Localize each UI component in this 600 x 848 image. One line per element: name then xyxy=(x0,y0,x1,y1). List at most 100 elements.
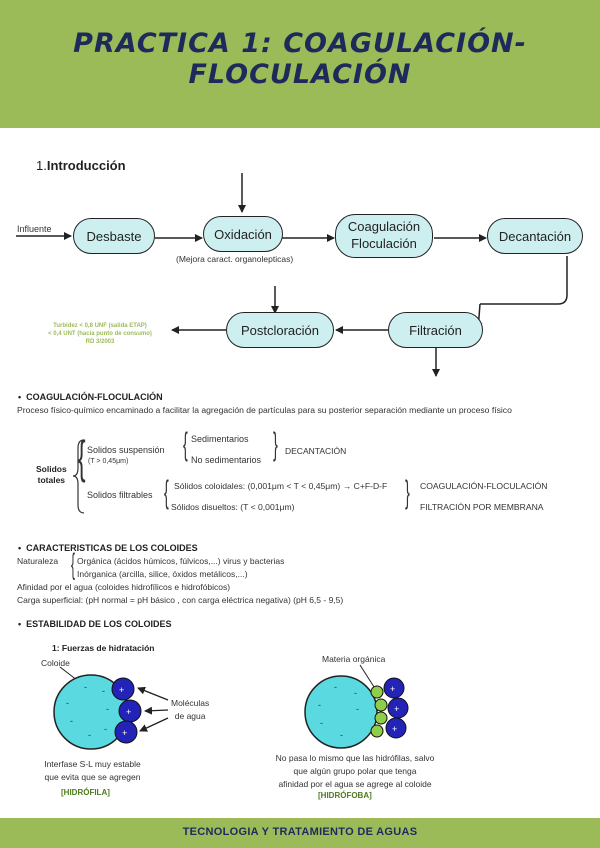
arrow-water-2 xyxy=(144,706,169,715)
brace-naturaleza: { xyxy=(71,548,76,581)
interfase-text: Interfase S-L muy estable que evita que … xyxy=(30,758,155,784)
intro-heading: 1.Introducción xyxy=(36,158,126,173)
arrow-water-3 xyxy=(139,717,169,732)
svg-text:-: - xyxy=(320,718,323,728)
svg-text:-: - xyxy=(340,730,343,740)
materia-pointer xyxy=(359,664,377,691)
svg-text:-: - xyxy=(84,682,87,692)
sedimentarios: Sedimentarios xyxy=(191,434,249,444)
svg-text:-: - xyxy=(70,716,73,726)
arrow-water-1 xyxy=(137,686,169,701)
inorganica-text: Inórganica (arcilla, silice, óxidos metá… xyxy=(77,569,248,579)
decantacion-label: DECANTACIÓN xyxy=(285,446,347,456)
node-coagulacion-line2: Floculación xyxy=(351,236,417,251)
organic-matter xyxy=(370,685,388,738)
moleculas-line2: de agua xyxy=(174,710,206,721)
brace-decantacion: } xyxy=(272,426,278,462)
brace-filtrables: { xyxy=(163,474,169,510)
influent-label: Influente xyxy=(17,224,52,234)
no-pasa-line1: No pasa lo mismo que las hidrófilas, sal… xyxy=(275,753,435,763)
footer-text: TECNOLOGIA Y TRATAMIENTO DE AGUAS xyxy=(182,826,418,838)
no-pasa-line3: afinidad por el agua se agrege al coloid… xyxy=(278,779,432,790)
suspension-label: Solidos suspensión xyxy=(87,445,165,455)
carga-text: Carga superficial: (pH normal = pH básic… xyxy=(17,595,344,605)
svg-text:-: - xyxy=(318,700,321,710)
afinidad-text: Afinidad por el agua (coloides hidrofíli… xyxy=(17,582,231,592)
no-pasa-text: No pasa lo mismo que las hidrófilas, sal… xyxy=(255,752,455,792)
organica-text: Orgánica (ácidos húmicos, fúlvicos,...) … xyxy=(77,556,285,566)
bullet-estabilidad: • ESTABILIDAD DE LOS COLOIDES xyxy=(18,619,172,629)
no-pasa-line2: que algún grupo polar que tenga xyxy=(293,766,417,777)
suspension-sub: (T > 0,45μm) xyxy=(88,458,129,465)
footer-band xyxy=(0,818,600,848)
solidos-line2: totales xyxy=(37,475,66,486)
colloid-charges: --- ---- xyxy=(66,682,109,740)
turbidity-line1: Turbidez < 0,8 UNF (salida ETAP) xyxy=(53,323,147,329)
node-desbaste: Desbaste xyxy=(73,218,155,254)
no-sedimentarios: No sedimentarios xyxy=(191,455,262,465)
bullet-coagulacion-text: COAGULACIÓN-FLOCULACIÓN xyxy=(26,392,163,402)
filtrables-label: Solidos filtrables xyxy=(87,490,153,500)
svg-text:-: - xyxy=(66,698,69,708)
filtracion-membrana-label: FILTRACIÓN POR MEMBRANA xyxy=(420,502,544,512)
brace-totales: { xyxy=(77,431,86,483)
solidos-totales: Solidos totales xyxy=(36,464,67,487)
svg-text:-: - xyxy=(88,730,91,740)
node-coagulacion-line1: Coagulación xyxy=(347,219,421,235)
svg-text:+: + xyxy=(394,704,399,714)
node-oxidacion: Oxidación xyxy=(203,216,283,252)
bullet-caracteristicas: • CARACTERISTICAS DE LOS COLOIDES xyxy=(18,543,198,553)
moleculas-line1: Moléculas xyxy=(171,698,210,708)
hidrofila-label: [HIDRÓFILA] xyxy=(61,788,110,797)
interfase-line1: Interfase S-L muy estable xyxy=(44,759,141,769)
colloid-hydrophobic xyxy=(304,675,378,749)
brace-totales-path xyxy=(72,439,85,514)
turbidity-line2: < 0,4 UNT (hacia punto de consumo) xyxy=(48,331,152,338)
hydrophobic-water: + + + xyxy=(383,677,409,739)
solidos-line1: Solidos xyxy=(36,464,67,474)
svg-text:-: - xyxy=(356,704,359,714)
interfase-line2: que evita que se agregen xyxy=(44,772,141,783)
materia-label: Materia orgánica xyxy=(322,654,386,664)
naturaleza-label: Naturaleza xyxy=(17,556,59,566)
fuerzas-heading: 1: Fuerzas de hidratación xyxy=(52,643,155,653)
moleculas-label: Moléculas de agua xyxy=(171,697,209,723)
page-title: PRACTICA 1: COAGULACIÓN-FLOCULACIÓN xyxy=(73,28,527,90)
coloide-label: Coloide xyxy=(41,658,70,668)
node-coagulacion: Coagulación Floculación xyxy=(335,214,433,258)
svg-text:-: - xyxy=(334,682,337,692)
brace-right: } xyxy=(404,474,410,510)
hidrofoba-label: [HIDRÓFOBA] xyxy=(318,791,372,800)
water-molecules: + + + xyxy=(111,677,142,744)
bullet-estabilidad-text: ESTABILIDAD DE LOS COLOIDES xyxy=(26,619,172,629)
svg-text:+: + xyxy=(126,707,131,717)
coag-description: Proceso físico-químico encaminado a faci… xyxy=(17,405,512,415)
brace-suspension: { xyxy=(182,426,188,462)
svg-text:+: + xyxy=(122,728,127,738)
svg-text:-: - xyxy=(102,686,105,696)
svg-text:+: + xyxy=(119,685,124,695)
intro-title: Introducción xyxy=(46,158,126,173)
arrow-decantacion-path xyxy=(480,256,568,305)
coloidales-label: Sólidos coloidales: (0,001μm < T < 0,45μ… xyxy=(174,481,388,491)
svg-text:-: - xyxy=(104,724,107,734)
svg-text:-: - xyxy=(106,704,109,714)
bullet-caracteristicas-text: CARACTERISTICAS DE LOS COLOIDES xyxy=(26,543,198,553)
bullet-coagulacion: • COAGULACIÓN-FLOCULACIÓN xyxy=(18,392,163,402)
oxidacion-note: (Mejora caract. organolepticas) xyxy=(176,254,294,264)
svg-text:+: + xyxy=(390,684,395,694)
disueltos-label: Sólidos disueltos: (T < 0,001μm) xyxy=(171,502,295,512)
header-band xyxy=(0,0,600,128)
coag-floc-label: COAGULACIÓN-FLOCULACIÓN xyxy=(420,481,548,491)
svg-text:-: - xyxy=(354,688,357,698)
node-decantacion: Decantación xyxy=(487,218,583,254)
turbidity-note: Turbidez < 0,8 UNF (salida ETAP) < 0,4 U… xyxy=(30,322,170,346)
node-postcloracion: Postcloración xyxy=(226,312,334,348)
turbidity-line3: RD 3/2003 xyxy=(85,339,115,346)
node-filtracion: Filtración xyxy=(388,312,483,348)
intro-number: 1. xyxy=(36,158,47,173)
svg-text:+: + xyxy=(392,724,397,734)
